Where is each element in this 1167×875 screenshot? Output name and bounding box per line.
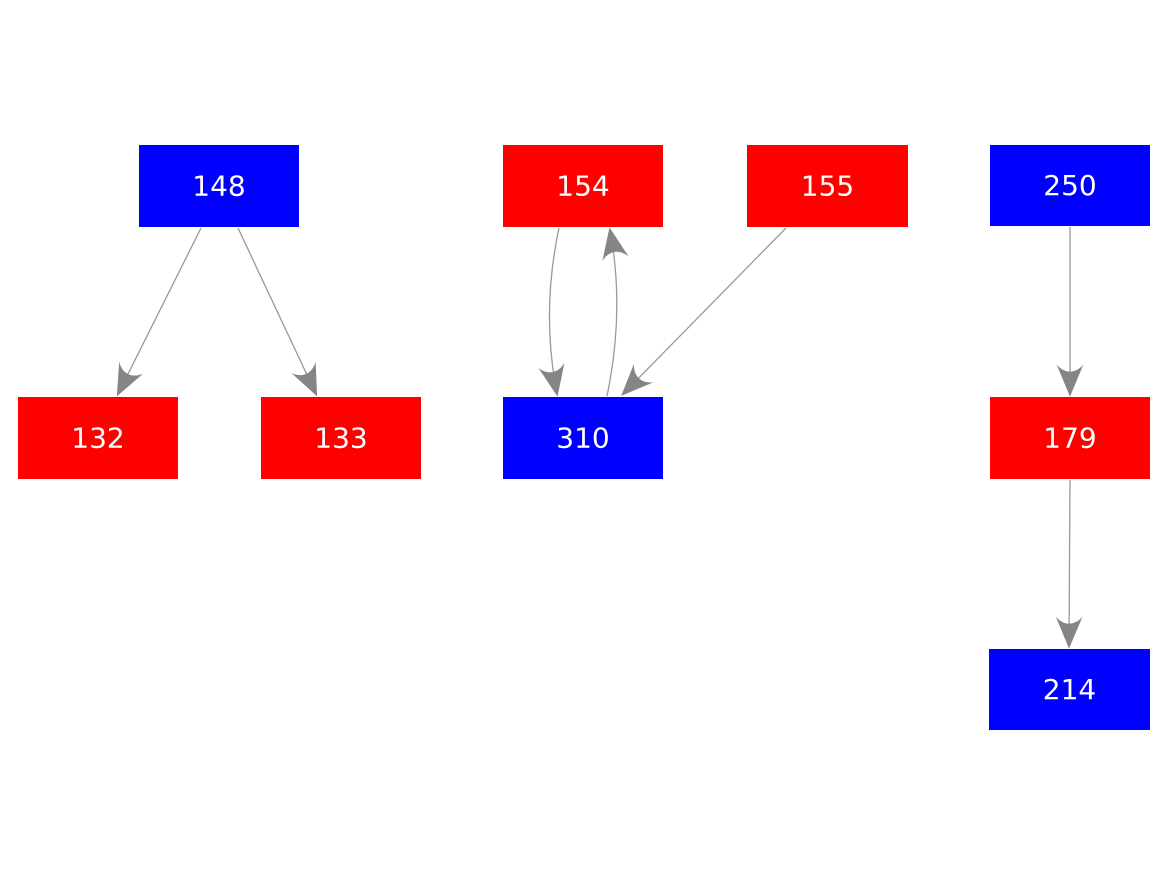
node-133: 133: [261, 397, 421, 479]
node-214: 214: [989, 649, 1150, 730]
node-250: 250: [990, 145, 1150, 226]
node-214-label: 214: [1043, 673, 1096, 706]
node-148-label: 148: [192, 170, 245, 203]
node-250-box: [990, 145, 1150, 226]
edge-148-132: [116, 227, 202, 397]
node-155-label: 155: [801, 170, 854, 203]
node-154-label: 154: [556, 170, 609, 203]
edges-layer: [116, 227, 1084, 649]
edge-155-310: [621, 227, 787, 396]
node-132-label: 132: [71, 422, 124, 455]
edge-148-133: [237, 227, 318, 397]
edge-310-154: [602, 227, 629, 397]
node-133-label: 133: [314, 422, 367, 455]
node-310: 310: [503, 397, 663, 479]
node-214-box: [989, 649, 1150, 730]
edge-154-310: [538, 227, 565, 397]
node-179-label: 179: [1043, 422, 1096, 455]
node-250-label: 250: [1043, 169, 1096, 202]
node-154: 154: [503, 145, 663, 227]
node-132: 132: [18, 397, 178, 479]
edge-179-214: [1055, 479, 1083, 649]
node-132-box: [18, 397, 178, 479]
node-133-box: [261, 397, 421, 479]
node-310-box: [503, 397, 663, 479]
node-179-box: [990, 397, 1150, 479]
node-179: 179: [990, 397, 1150, 479]
nodes-layer: 148 132 133 154 155 310 250 179 214: [18, 145, 1150, 730]
node-154-box: [503, 145, 663, 227]
node-148: 148: [139, 145, 299, 227]
node-155: 155: [747, 145, 908, 227]
node-155-box: [747, 145, 908, 227]
node-148-box: [139, 145, 299, 227]
node-310-label: 310: [556, 422, 609, 455]
